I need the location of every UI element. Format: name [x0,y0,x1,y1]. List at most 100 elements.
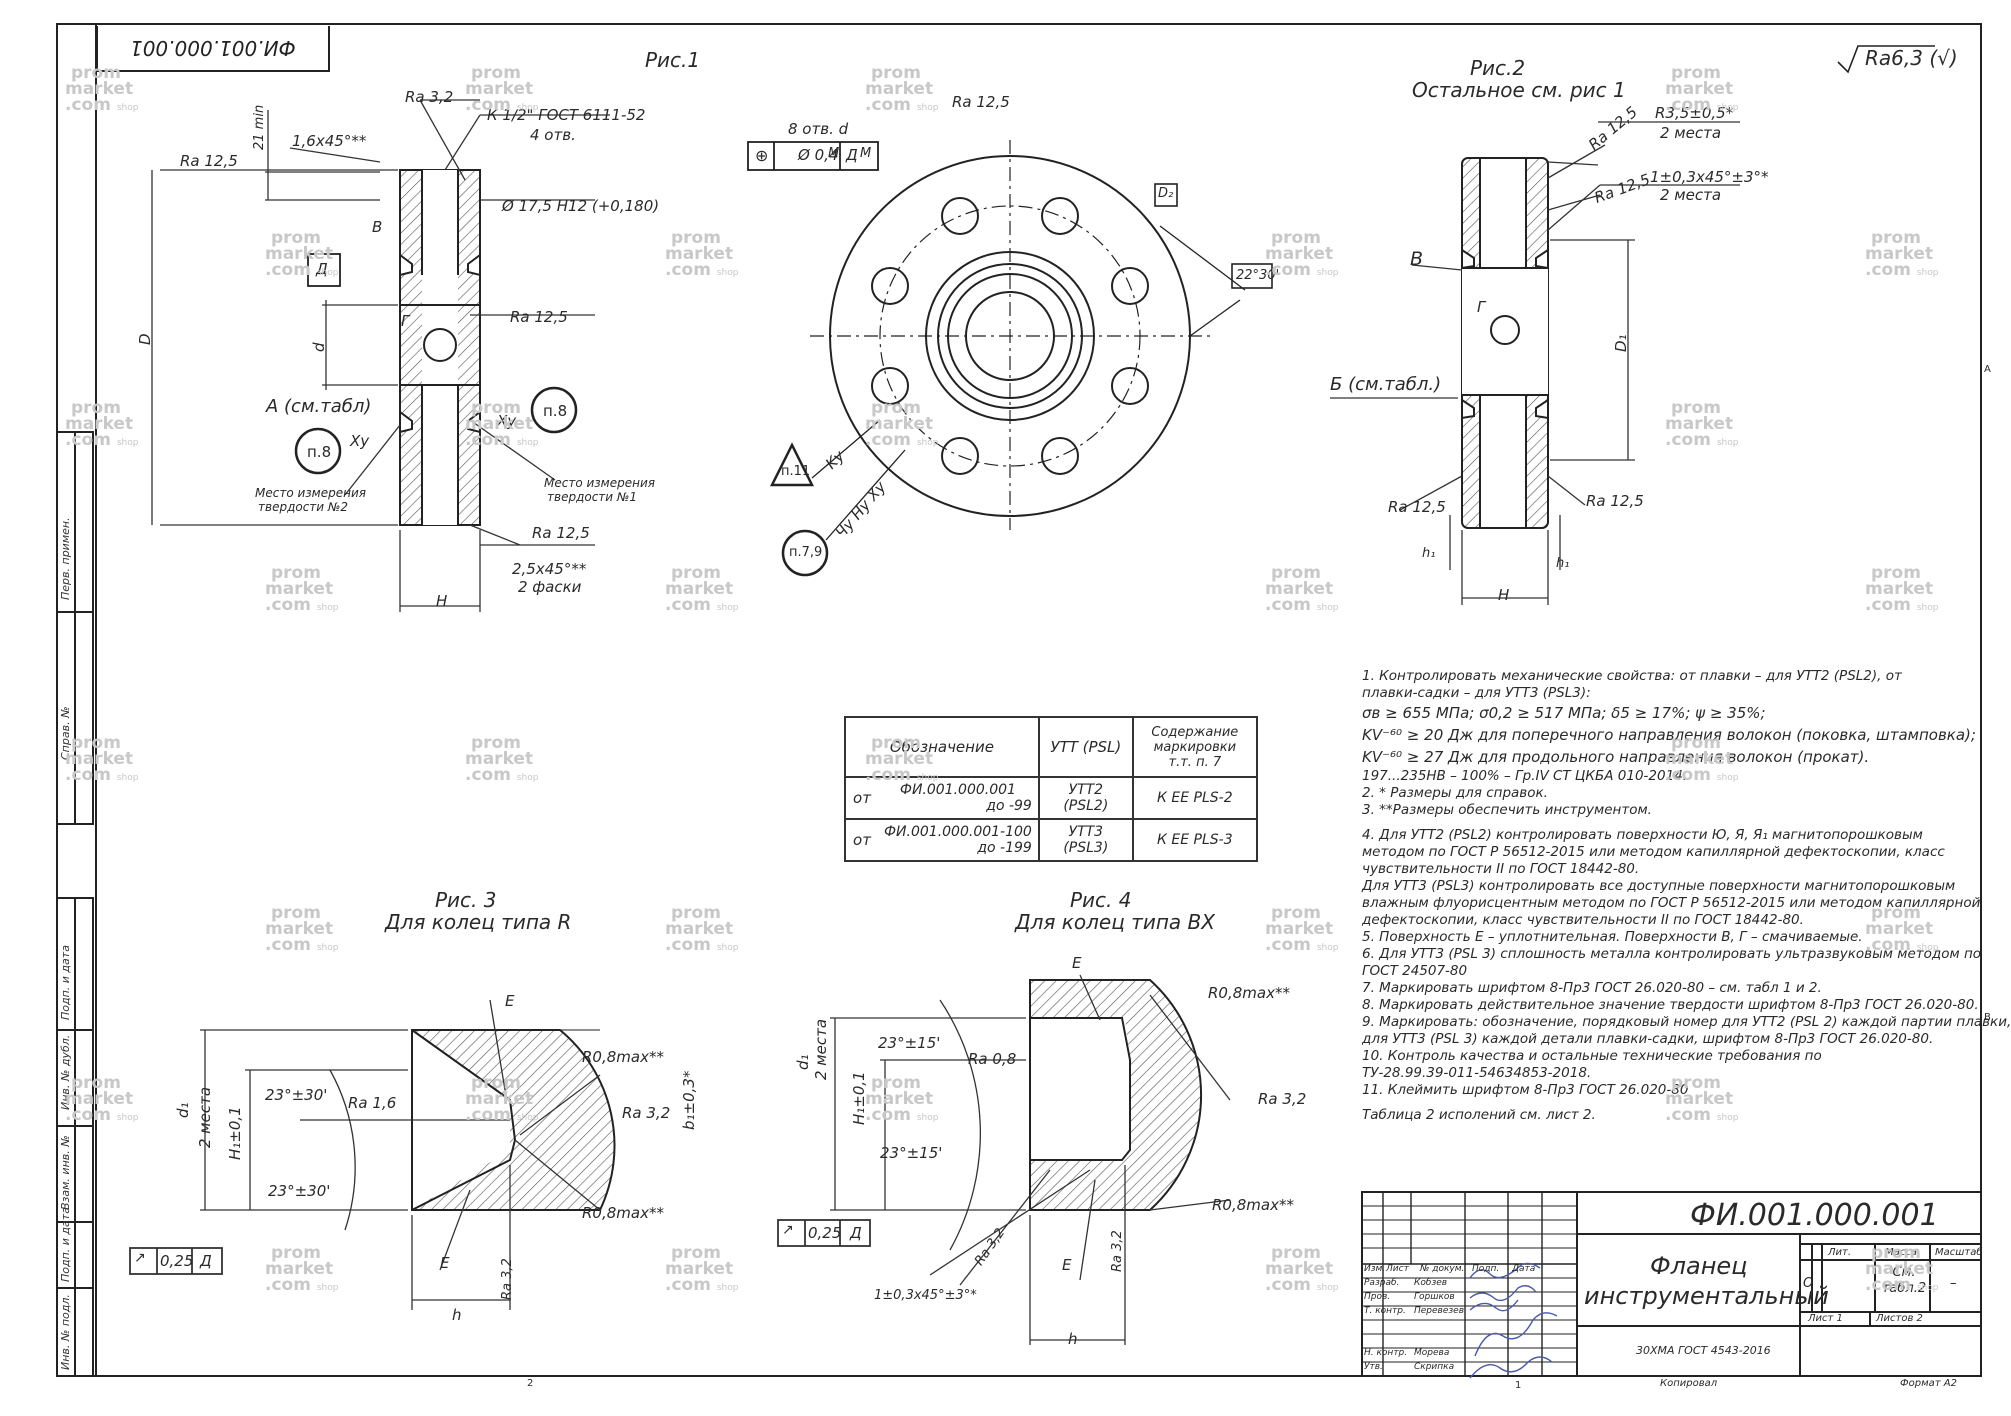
fig4-r08b: R0,8max** [1212,1196,1294,1214]
note-line: σв ≥ 655 МПа; σ0,2 ≥ 517 МПа; δ5 ≥ 17%; … [1362,704,1766,722]
fig3-places: 2 места [196,1086,214,1148]
title-block-lit-header: Лит. [1828,1247,1852,1258]
note-line: методом по ГОСТ Р 56512-2015 или методом… [1362,844,1945,860]
fig3-h: h [452,1306,462,1324]
fig2-title: Рис.2 [1470,56,1526,80]
fig1-thread-count: 4 отв. [530,126,576,144]
title-block-role-nkontr: Н. контр. [1364,1348,1408,1358]
title-block-lit-value: О [1803,1276,1814,1291]
title-block-name-nkontr: Морева [1414,1348,1450,1358]
fig3-r08a: R0,8max** [582,1048,664,1066]
fig4-chamfer: 1±0,3х45°±3°* [874,1288,977,1303]
zone-mark-2: 2 [527,1378,534,1389]
general-roughness: Ra6,3 (√) [1865,46,1958,70]
note-line: Таблица 2 исполений см. лист 2. [1362,1107,1596,1123]
fig1-d-box: Д [316,260,328,278]
note-line: ТУ-28.99.39-011-54634853-2018. [1362,1065,1592,1081]
fig4-d1: d₁ [794,1054,812,1070]
table-row1-marking: К ЕЕ PLS-2 [1131,776,1258,820]
inner-frame [95,23,1982,1377]
fig4-flatness-icon: ↗ [782,1222,794,1238]
fig3-ra32: Ra 3,2 [622,1104,671,1122]
note-line: 3. **Размеры обеспечить инструментом. [1362,802,1652,818]
fig3-dref: Д [200,1252,212,1270]
fig1-H: Н [436,592,448,610]
bolt-holes [871,197,1149,475]
fig1-chamfer1: 1,6х45°** [292,132,367,150]
fig4-h: h [1068,1330,1078,1348]
front-holes: 8 отв. d [788,120,849,138]
title-block-scale-header: Масштаб [1935,1247,1983,1258]
fig2-r35b: 2 места [1660,124,1722,142]
note-line: дефектоскопии, класс чувствительности II… [1362,912,1804,928]
fig1-D: D [136,333,154,345]
title-block-sheets: Листов 2 [1876,1313,1923,1324]
zone-mark-b: В [1984,1012,1991,1023]
zone-mark-a: А [1984,364,1991,375]
fig2-v: В [1410,248,1424,270]
fig4-groove [1029,979,1202,1211]
title-block-scale-value: – [1950,1276,1957,1291]
fig4-e2: Е [1062,1256,1072,1274]
title-block-name-utv: Скрипка [1414,1362,1455,1372]
note-line: ГОСТ 24507-80 [1362,963,1468,979]
signatures [1469,1262,1558,1379]
fig3-e1: Е [505,992,515,1010]
fig1-hardness2b: твердости №2 [258,500,349,514]
title-block-name-tkontr: Перевезев [1414,1306,1465,1316]
note-line: KV⁻⁶⁰ ≥ 27 Дж для продольного направлени… [1362,748,1870,766]
corner-number-stamp: ФИ.001.000.001 [96,26,330,72]
fig1-dim21: 21 min [252,104,267,150]
fig1-hardness2: Место измерения [255,486,366,500]
table-row1-from: от [844,776,878,820]
note-line: 4. Для УТТ2 (PSL2) контролировать поверх… [1362,827,1923,843]
title-block-name-prov: Горшков [1414,1292,1455,1302]
fig2-r35: R3,5±0,5* [1655,104,1734,122]
note-line: влажным флуорисцентным методом по ГОСТ Р… [1362,895,1981,911]
title-block-copied: Копировал [1660,1378,1718,1389]
fig1-callouts [294,253,578,475]
fig2-g: Г [1477,298,1486,316]
table-row2-psl: УТТ3 (PSL3) [1037,818,1134,862]
note-line: плавки-садки – для УТТ3 (PSL3): [1362,685,1591,701]
side-label-perv: Перв. примен. [59,517,72,600]
fig1-hardness1: Место измерения [544,476,655,490]
fig2-h1-left: h₁ [1422,546,1436,561]
note-line: Для УТТ3 (PSL3) контролировать все досту… [1362,878,1956,894]
title-block-name-razrab: Кобзев [1414,1278,1448,1288]
fig2-dims [1330,121,1740,605]
fig1-hole: Ø 17,5 Н12 (+0,180) [502,197,660,215]
fig4-ra08: Ra 0,8 [968,1050,1017,1068]
fig3-d1: d₁ [174,1102,192,1118]
front-angle: 22°30' [1236,268,1280,283]
flange-front-view [747,140,1273,577]
fig4-dref: Д [850,1224,862,1242]
front-p11: п.11 [781,464,811,479]
fig3-e2: Е [440,1254,450,1272]
front-p79: п.7,9 [789,545,823,560]
fig2-chamfer: 1±0,3х45°±3°* [1650,168,1769,186]
fig1-hardness1b: твердости №1 [547,490,638,504]
zone-mark-1: 1 [1515,1380,1522,1391]
note-line: 8. Маркировать действительное значение т… [1362,997,1979,1013]
fig1-ra32: Ra 3,2 [405,88,454,106]
